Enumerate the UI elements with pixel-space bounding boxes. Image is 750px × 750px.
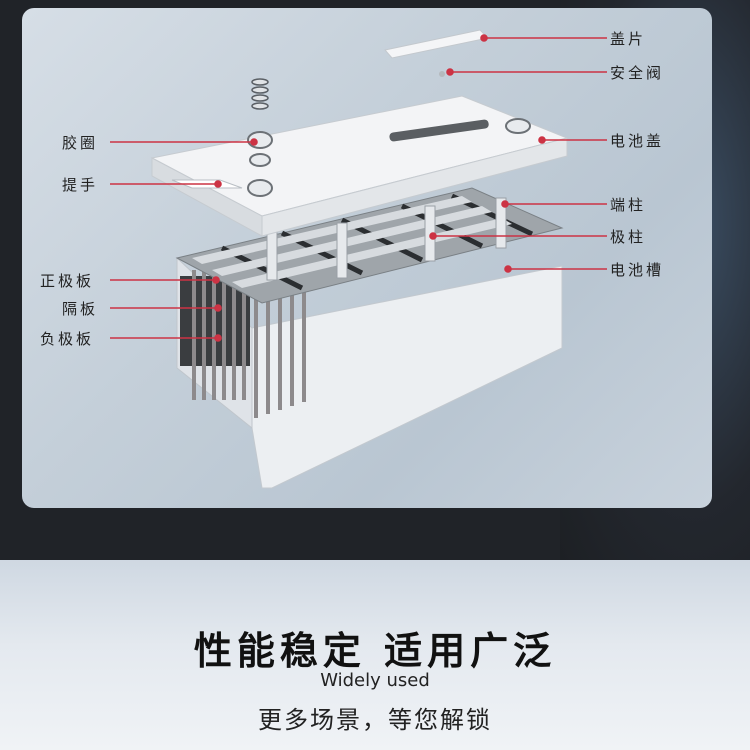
- plate-stack: [180, 252, 306, 418]
- label-separator: 隔板: [62, 300, 99, 318]
- cover-sheet-part: [384, 29, 490, 59]
- label-gasket: 胶圈: [62, 134, 99, 152]
- label-negative-plate: 负极板: [40, 330, 95, 348]
- battery-cover-side: [151, 157, 263, 237]
- battery-exploded-diagram: [110, 29, 607, 489]
- label-terminal: 端柱: [610, 196, 647, 214]
- cover-holes: [247, 118, 531, 197]
- posts: [266, 197, 507, 281]
- label-pole: 极柱: [610, 228, 647, 246]
- subtitle-english: Widely used: [320, 670, 430, 691]
- label-battery-case: 电池槽: [610, 261, 665, 279]
- label-positive-plate: 正极板: [40, 272, 95, 290]
- subtitle-chinese: 更多场景，等您解锁: [258, 706, 492, 734]
- label-cover-sheet: 盖片: [610, 30, 647, 48]
- gasket-stack: [251, 78, 269, 110]
- label-handle: 提手: [62, 176, 99, 194]
- headline: 性能稳定 适用广泛: [193, 629, 557, 673]
- label-safety-valve: 安全阀: [610, 64, 665, 82]
- bottom-section: [0, 560, 750, 750]
- battery-case-body: [251, 265, 563, 489]
- label-battery-cover: 电池盖: [610, 132, 665, 150]
- diagram-panel: 盖片 安全阀 电池盖 端柱 极柱 电池槽 胶圈 提手 正极板 隔板 负极板: [22, 8, 712, 508]
- leader-lines: [110, 34, 607, 342]
